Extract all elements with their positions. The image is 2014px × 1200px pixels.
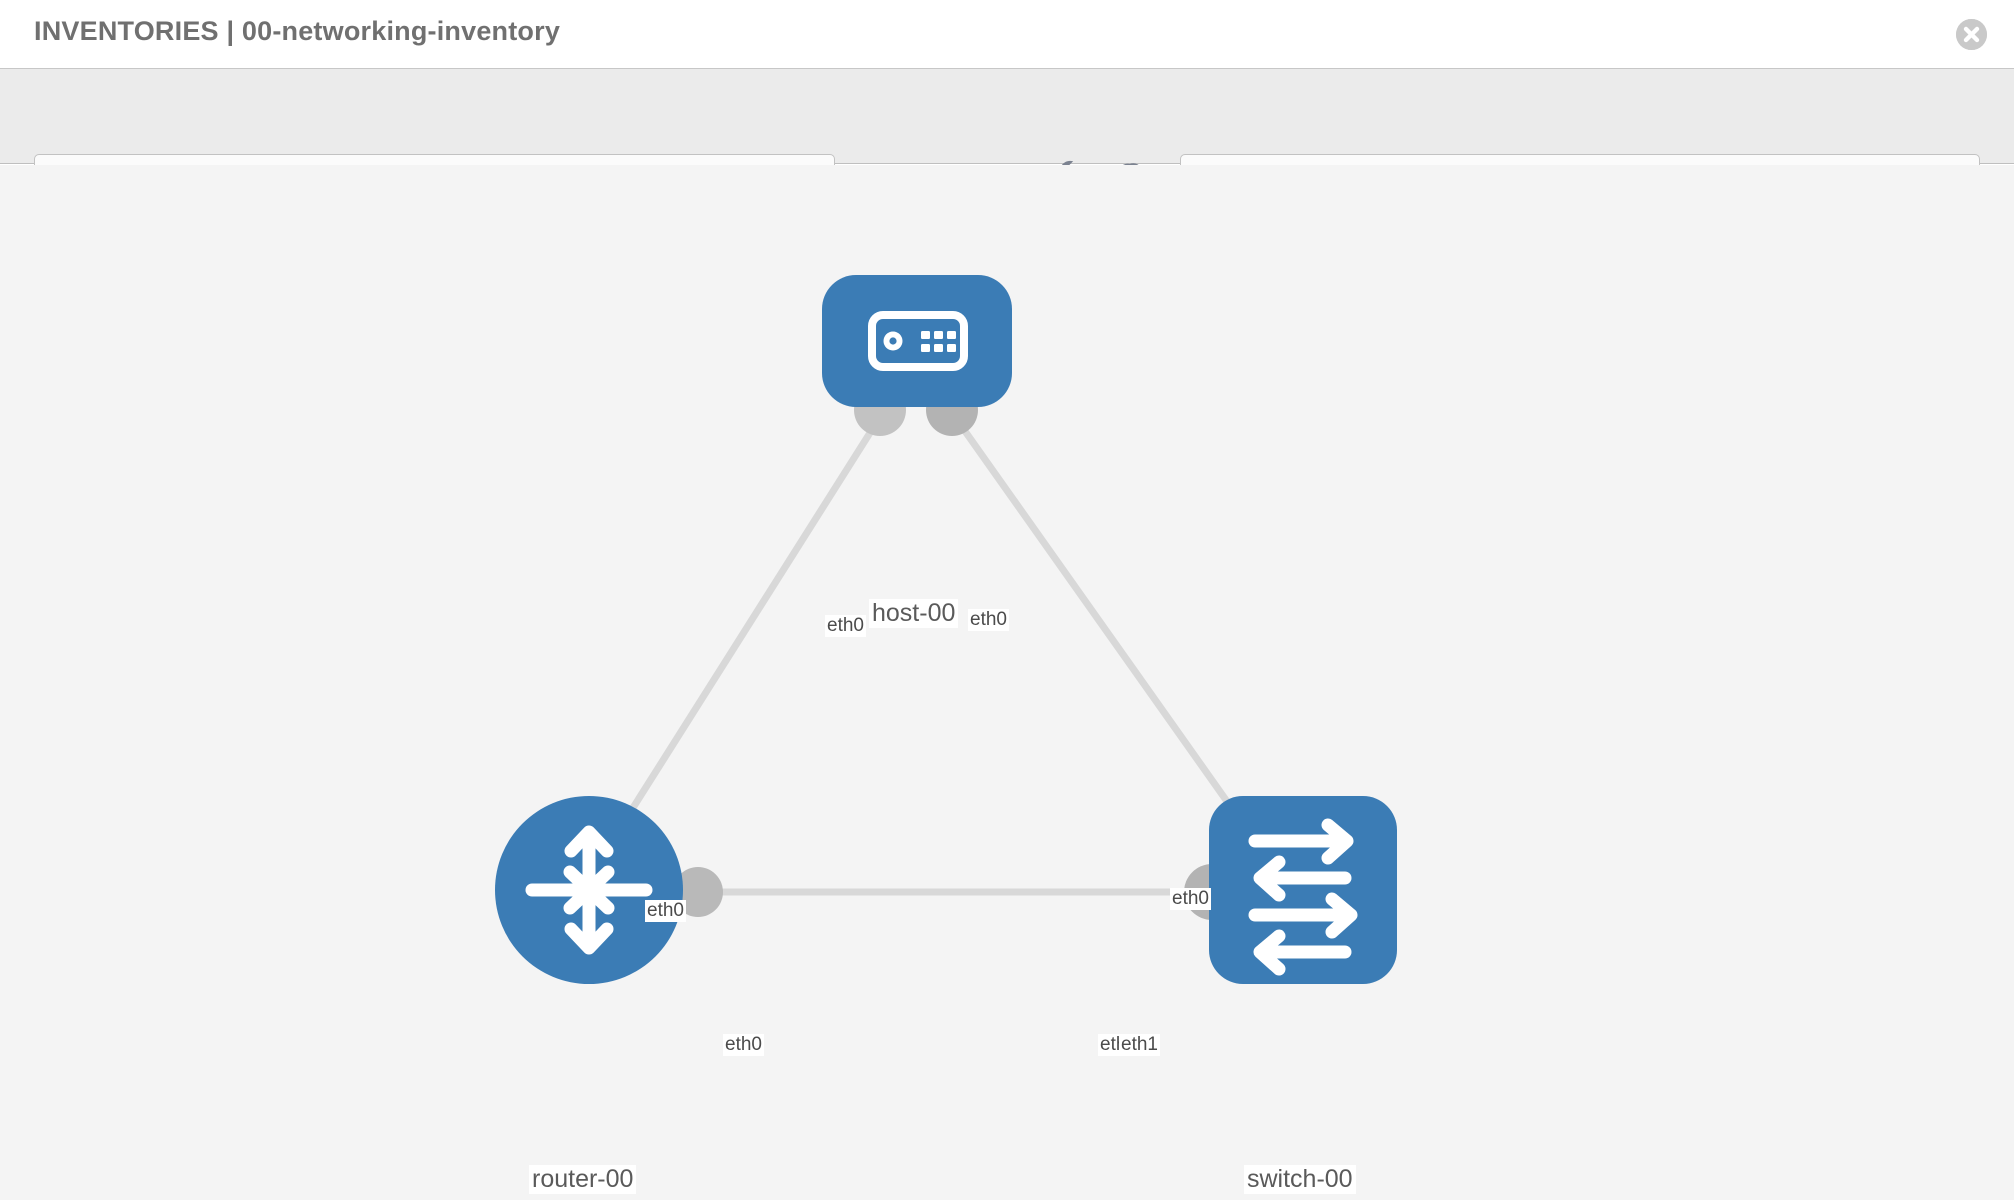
- switch-arrows-icon: [1248, 818, 1358, 976]
- edge-label-router-right-eth0: eth0: [723, 1034, 764, 1056]
- node-label-router: router-00: [529, 1165, 637, 1194]
- topology-graph: [495, 275, 1397, 984]
- page-header: INVENTORIES | 00-networking-inventory: [0, 0, 2014, 69]
- edge-router-host: [609, 415, 883, 843]
- edge-label-switch-up-eth0: eth0: [1170, 888, 1211, 910]
- edge-host-switch: [952, 414, 1258, 844]
- node-switch-00[interactable]: [1209, 796, 1397, 984]
- toolbar: ACTIONS SEARCH: [0, 69, 2014, 209]
- server-icon: [868, 311, 968, 371]
- edge-label-switch-left-eth1: eth1: [1119, 1034, 1160, 1056]
- edge-label-router-up-eth0: eth0: [645, 900, 686, 922]
- topology-canvas[interactable]: host-00 router-00 switch-00 eth0 eth0 et…: [0, 165, 2014, 1200]
- node-host-00[interactable]: [822, 275, 1012, 407]
- node-label-switch: switch-00: [1244, 1165, 1356, 1194]
- edge-label-host-right-eth0: eth0: [968, 609, 1009, 631]
- router-arrows-icon: [525, 825, 653, 955]
- close-icon[interactable]: [1956, 19, 1987, 50]
- page-title: INVENTORIES | 00-networking-inventory: [34, 16, 561, 46]
- node-label-host: host-00: [869, 599, 959, 628]
- edge-label-host-left-eth0: eth0: [825, 615, 866, 637]
- node-router-00[interactable]: [495, 796, 683, 984]
